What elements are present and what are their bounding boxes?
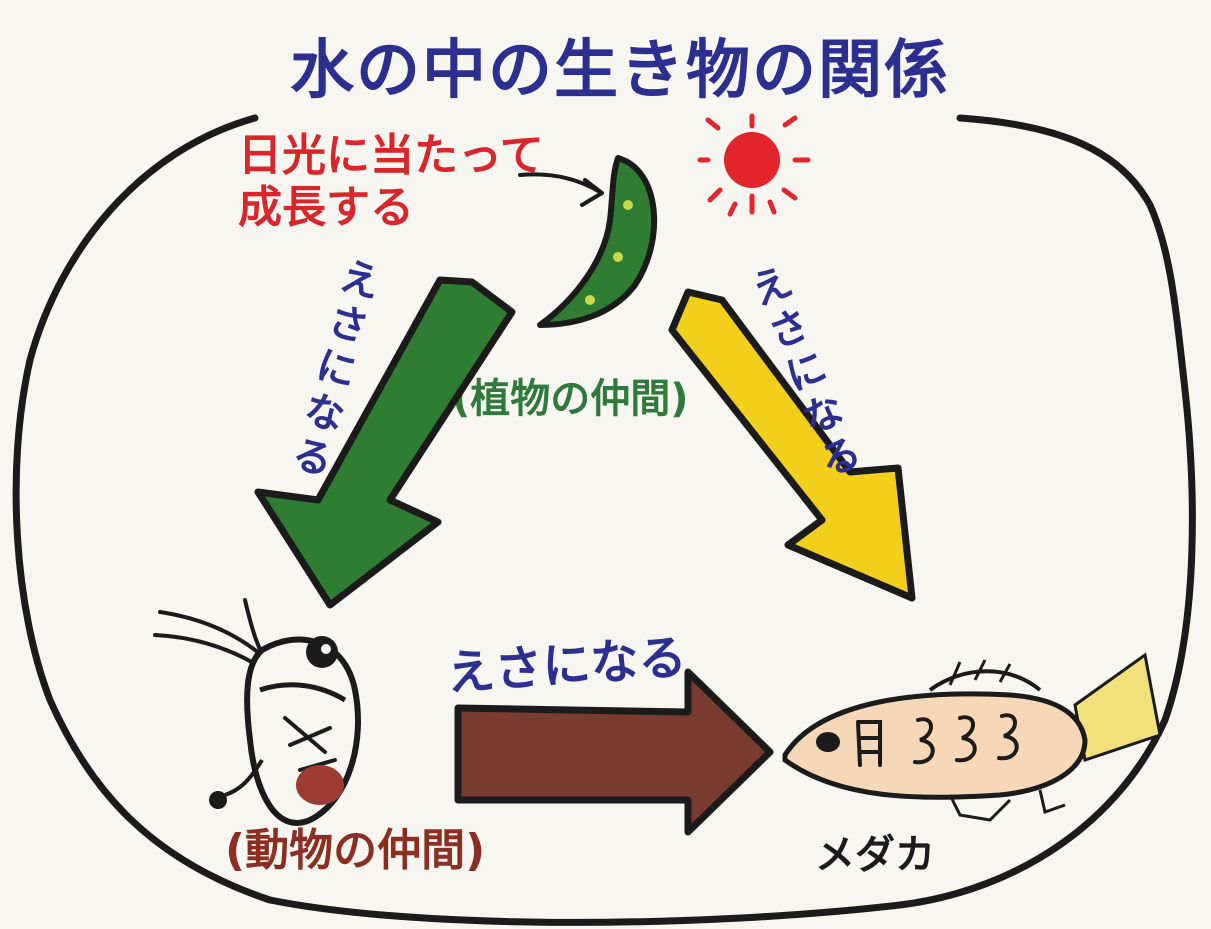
- plankton-icon: [153, 598, 361, 826]
- plant-group-label: (植物の仲間): [452, 376, 689, 422]
- animal-group-label: (動物の仲間): [225, 825, 485, 876]
- medaka-fish-icon: [782, 652, 1162, 822]
- label-animal-to-fish: えさになる: [445, 629, 688, 702]
- arrow-plant-to-fish: [668, 288, 916, 602]
- sunlight-label: 日光に当たって 成長する: [238, 130, 559, 233]
- sun-icon: [697, 113, 811, 217]
- sunlight-label-line-1: 日光に当たって: [238, 130, 544, 181]
- sunlight-label-line-2: 成長する: [238, 182, 414, 233]
- title: 水の中の生き物の関係: [290, 34, 950, 108]
- arrow-plankton-to-fish: [454, 668, 774, 836]
- pond-outline: [12, 114, 1196, 926]
- arrow-plant-to-plankton: [254, 276, 516, 609]
- plant-pod-icon: [537, 155, 657, 328]
- sunlight-pointer-arrow: [518, 172, 604, 207]
- fish-name: メダカ: [815, 832, 935, 878]
